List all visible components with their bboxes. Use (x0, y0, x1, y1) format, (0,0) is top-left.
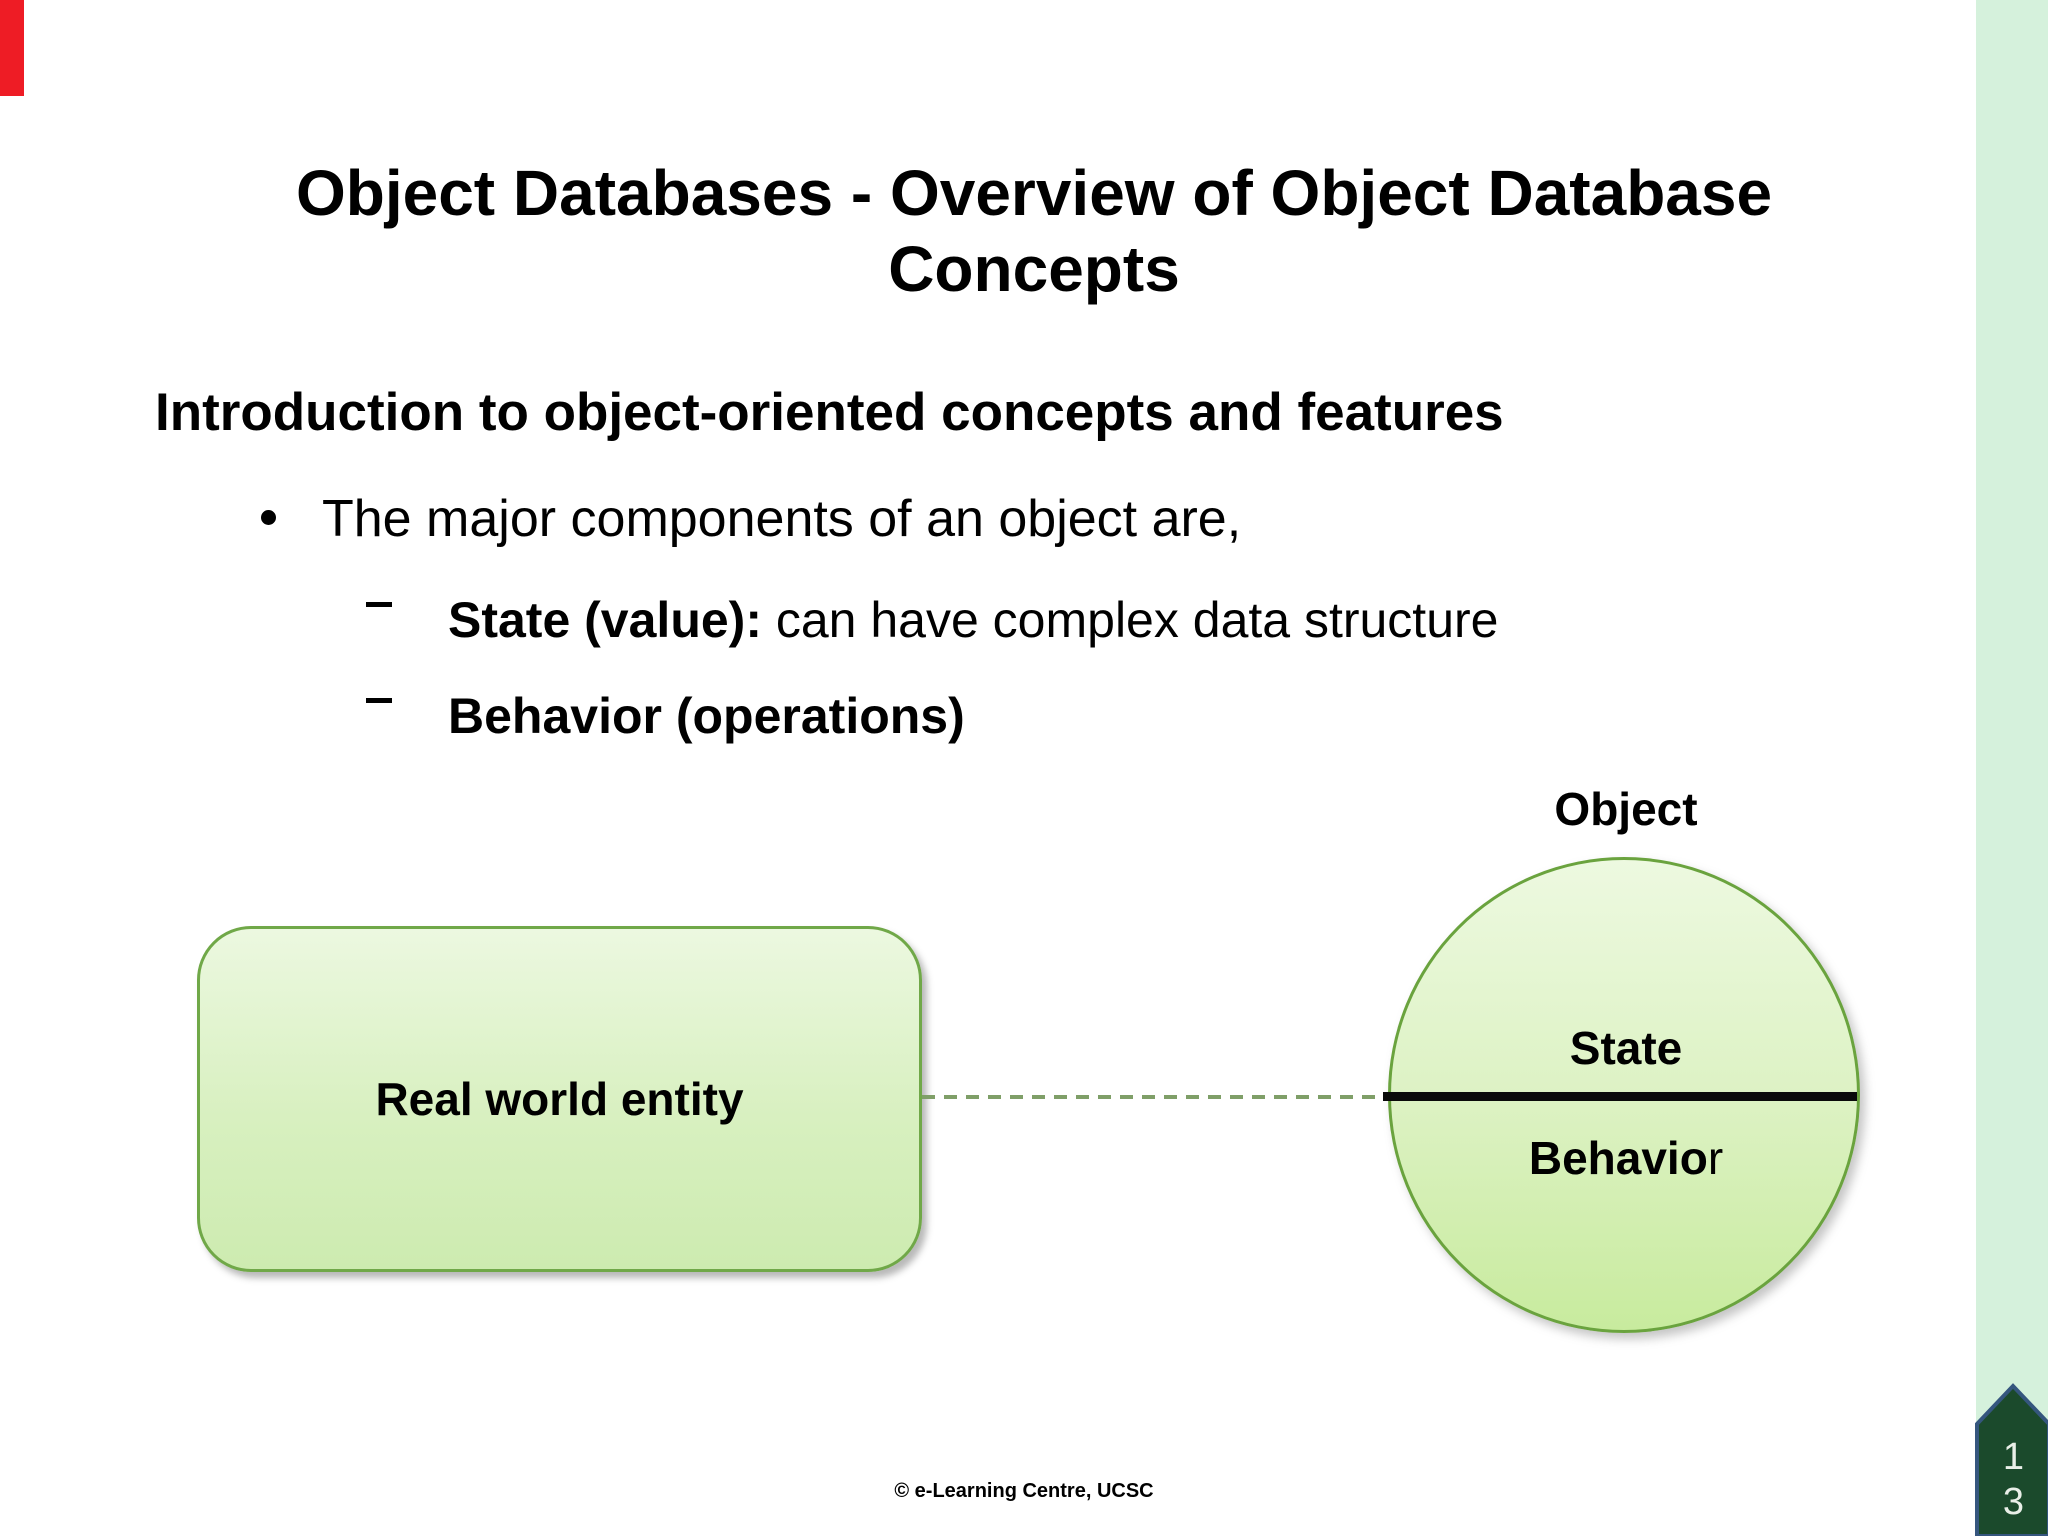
page-tab-pentagon-icon (1975, 1383, 2048, 1536)
state-behavior-divider (1383, 1092, 1857, 1101)
slide-title: Object Databases - Overview of Object Da… (20, 155, 2048, 307)
behavior-label-main: Behavio (1528, 1132, 1708, 1184)
real-world-entity-box: Real world entity (197, 926, 922, 1272)
sub-bullet-state-rest: can have complex data structure (761, 592, 1499, 648)
dashed-connector-line (922, 1095, 1386, 1099)
dash-marker-icon (366, 602, 392, 607)
behavior-label-tail: r (1707, 1132, 1724, 1184)
page-number-digit-1: 1 (2002, 1436, 2025, 1478)
red-corner-indicator (0, 0, 24, 96)
sub-bullet-state-bold: State (value): (448, 592, 762, 648)
slide-title-line1: Object Databases - Overview of Object Da… (295, 156, 1773, 229)
sub-bullet-behavior: Behavior (operations) (448, 691, 965, 741)
sub-bullet-state: State (value): can have complex data str… (448, 595, 1498, 645)
real-world-entity-label: Real world entity (375, 1073, 744, 1125)
footer-copyright: © e-Learning Centre, UCSC (894, 1480, 1154, 1502)
section-heading: Introduction to object-oriented concepts… (155, 383, 1504, 442)
page-number-tab: 1 3 (1960, 1380, 2048, 1536)
behavior-label: Behavior (1529, 1131, 1723, 1185)
bullet-item: The major components of an object are, (322, 490, 1242, 548)
state-label: State (1569, 1022, 1683, 1074)
page-number-digit-2: 3 (2002, 1481, 2025, 1523)
bullet-dot-icon (261, 510, 276, 525)
object-label: Object (1554, 783, 1698, 835)
sub-bullet-behavior-bold: Behavior (operations) (448, 688, 965, 744)
right-side-strip (1976, 0, 2048, 1536)
dash-marker-icon (366, 698, 392, 703)
slide-title-line2: Concepts (888, 232, 1180, 305)
